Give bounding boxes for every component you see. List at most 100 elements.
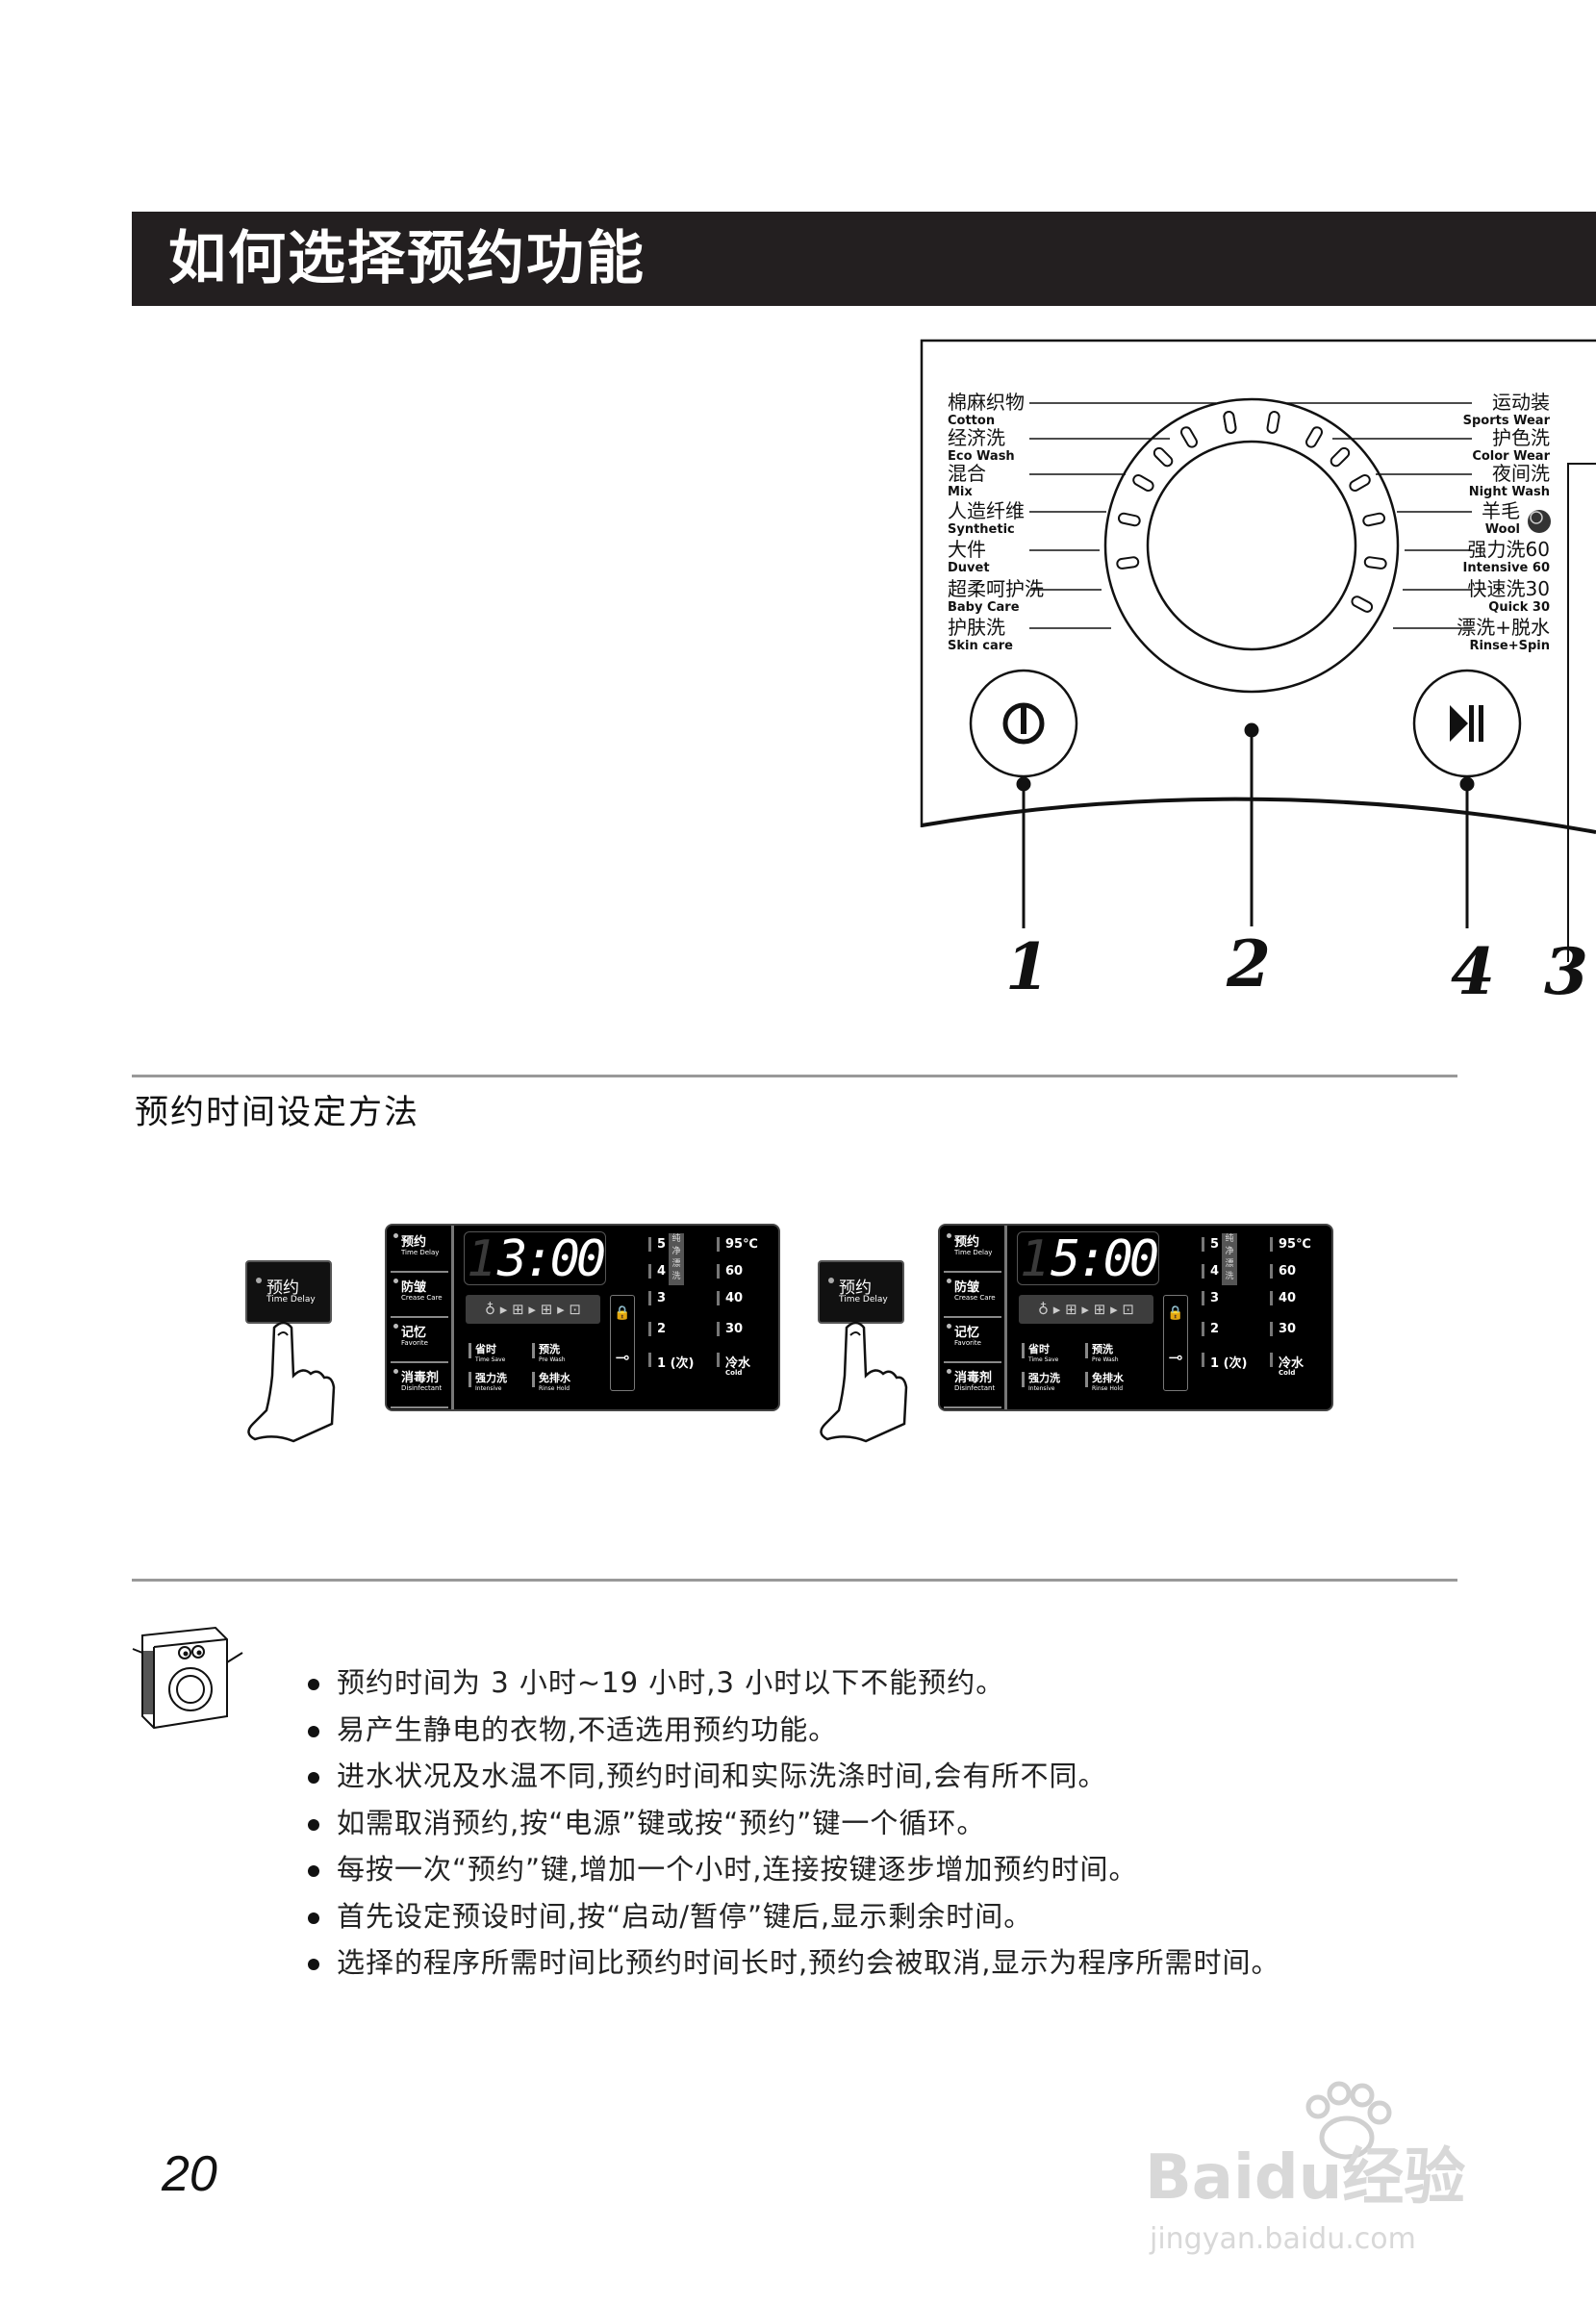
program-label-right: 漂洗+脱水 [1457,616,1550,639]
time-readout: 1 3:00 [464,1230,606,1288]
program-label-left: 大件 [948,538,986,561]
note-item: 预约时间为 3 小时~19 小时,3 小时以下不能预约。 [308,1660,1004,1701]
program-label-right: 快速洗30 [1468,577,1550,600]
lock-key-indicator: 🔒 ⊸ [610,1295,635,1391]
program-led [1153,446,1174,468]
program-label-left-en: Synthetic [948,522,1015,537]
program-led [1117,512,1141,527]
bullet-icon [308,1959,319,1970]
child-lock-icon: 🔒 [1167,1305,1184,1321]
program-label-left: 经济洗 [948,426,1005,449]
button-label: 预约 [839,1279,872,1298]
side-button-label-en: Favorite [954,1339,981,1347]
side-button-label: 防皱 [401,1280,427,1295]
rinse-count: 3 [647,1291,667,1305]
cold-label-en: Cold [1279,1369,1296,1377]
program-led [1266,411,1280,434]
time-delay-button[interactable]: 预约 Time Delay [818,1260,904,1324]
wool-ball-icon [1528,510,1551,533]
side-button-label: 记忆 [954,1326,980,1340]
note-item: 进水状况及水温不同,预约时间和实际洗涤时间,会有所不同。 [308,1754,1106,1794]
temperature-level: 冷水 [1269,1353,1304,1371]
side-button-label: 预约 [401,1235,427,1250]
indicator-led [947,1233,951,1238]
note-item: 首先设定预设时间,按“启动/暂停”键后,显示剩余时间。 [308,1894,1032,1935]
panel-outline [920,339,1596,827]
note-text: 进水状况及水温不同,预约时间和实际洗涤时间,会有所不同。 [337,1760,1107,1792]
panel-bottom-curve [921,797,1596,834]
program-label-right-en: Rinse+Spin [1469,639,1550,653]
program-led [1330,446,1351,468]
program-label-right: 护色洗 [1492,426,1550,449]
time-readout: 1 5:00 [1017,1230,1159,1288]
indicator-led [828,1278,834,1283]
note-item: 选择的程序所需时间比预约时间长时,预约会被取消,显示为程序所需时间。 [308,1940,1279,1981]
note-text: 如需取消预约,按“电源”键或按“预约”键一个循环。 [337,1806,986,1839]
key-icon: ⊸ [1168,1348,1183,1368]
side-button-label-en: Time Delay [401,1249,440,1256]
program-label-left: 棉麻织物 [948,391,1025,414]
indicator-led [393,1369,398,1374]
time-value: 5:00 [1051,1230,1159,1288]
section-subtitle: 预约时间设定方法 [135,1094,420,1132]
rinse-label: 纯净漂洗 [669,1233,684,1285]
temperature-level: 60 [1269,1264,1297,1279]
indicator-led [393,1324,398,1329]
play-pause-icon [1450,705,1483,742]
cold-label-en: Cold [725,1369,743,1377]
title-bar [132,212,1596,306]
time-ghost-digit: 1 [1020,1230,1050,1288]
rinse-count: 5 [1201,1237,1220,1252]
program-label-left-en: Eco Wash [948,449,1015,464]
program-dial-knob [1146,440,1357,651]
bullet-icon [308,1725,319,1737]
side-button-label: 消毒剂 [401,1371,440,1385]
program-label-right-en: Wool [1485,522,1520,537]
callout-3: 3 [1544,934,1588,1009]
program-dial-ring [1103,397,1400,694]
callout-2: 2 [1226,926,1271,1001]
watermark-url: jingyan.baidu.com [1150,2222,1416,2256]
bullet-icon [308,1772,319,1784]
bullet-icon [308,1818,319,1831]
program-label-right: 强力洗60 [1468,538,1550,561]
program-label-left-en: Baby Care [948,600,1020,615]
side-button-label: 预约 [954,1235,980,1250]
indicator-led [947,1324,951,1329]
program-label-right: 夜间洗 [1492,462,1550,485]
watermark: Baidu经验 jingyan.baidu.com [1145,2078,1510,2261]
program-led [1351,595,1374,613]
bullet-icon [308,1865,319,1877]
program-label-left: 人造纤维 [948,499,1025,522]
time-delay-button[interactable]: 预约 Time Delay [245,1260,332,1324]
pressing-finger-icon [247,1321,336,1443]
program-label-left-en: Mix [948,485,973,499]
program-led [1349,474,1371,492]
button-label: 预约 [266,1279,299,1298]
note-item: 易产生静电的衣物,不适选用预约功能。 [308,1708,837,1748]
power-button-ring [969,669,1078,778]
program-label-right: 羊毛 [1482,499,1520,522]
rinse-count: 4 [647,1264,667,1279]
note-item: 每按一次“预约”键,增加一个小时,连接按键逐步增加预约时间。 [308,1847,1138,1887]
indicator-led [256,1278,262,1283]
indicator-led [393,1233,398,1238]
button-label-en: Time Delay [839,1295,888,1304]
temperature-level: 40 [716,1291,744,1305]
side-button-label-en: Crease Care [954,1294,996,1302]
side-button-label: 消毒剂 [954,1371,993,1385]
temperature-level: 冷水 [716,1353,750,1371]
